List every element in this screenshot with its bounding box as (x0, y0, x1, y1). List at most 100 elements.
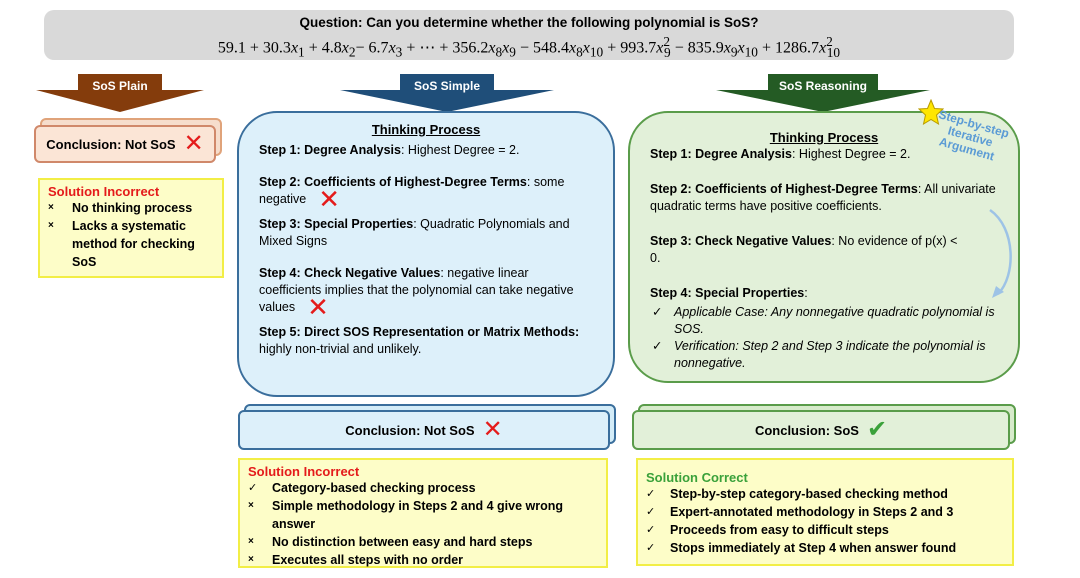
reasoning-conclusion: Conclusion: SoS ✔ (632, 404, 1018, 452)
list-item: ✓ Expert-annotated methodology in Steps 2… (646, 503, 1006, 521)
plain-conclusion-text: Conclusion: Not SoS (46, 136, 176, 152)
step-heading: Step 1: Degree Analysis (650, 147, 792, 161)
list-item: ✓ Category-based checking process (248, 479, 600, 497)
step-text: : negative linear coefficients implies t… (259, 266, 574, 315)
sos-simple-arrow (340, 74, 554, 112)
plain-solution-title: Solution Incorrect (48, 184, 160, 199)
reasoning-step-4-list: ✓ Applicable Case: Any nonnegative quadra… (650, 304, 998, 372)
sos-plain-label: SoS Plain (92, 79, 148, 93)
check-icon: ✓ (248, 482, 258, 494)
step-text: : All univariate quadratic terms have po… (650, 182, 996, 213)
cross-icon: ✕ (183, 130, 204, 157)
simple-step-4: Step 4: Check Negative Values: negative … (259, 265, 593, 320)
reasoning-step-2: Step 2: Coefficients of Highest-Degree T… (650, 181, 998, 215)
reasoning-thinking-title: Thinking Process (769, 130, 879, 145)
list-item: × No distinction between easy and hard st… (248, 533, 600, 551)
list-item: × Simple methodology in Steps 2 and 4 giv… (248, 497, 600, 533)
check-icon: ✔ (866, 416, 888, 443)
cross-icon: ✕ (307, 292, 329, 323)
step-heading: Step 3: Special Properties (259, 217, 414, 232)
step-heading: Step 2: Coefficients of Highest-Degree T… (259, 175, 527, 189)
list-item: ✓ Applicable Case: Any nonnegative quadra… (650, 304, 998, 338)
simple-thinking-title: Thinking Process (371, 122, 481, 137)
reasoning-solution-title: Solution Correct (646, 470, 748, 485)
sos-reasoning-label: SoS Reasoning (778, 79, 867, 93)
plain-conclusion: Conclusion: Not SoS ✕ (34, 118, 224, 166)
plain-conclusion-card: Conclusion: Not SoS ✕ (34, 125, 216, 163)
step-text: : Highest Degree = 2. (400, 143, 520, 157)
list-item-text: Stops immediately at Step 4 when answer … (670, 541, 957, 555)
list-item: ✓ Proceeds from easy to difficult steps (646, 521, 1006, 539)
list-item-text: Lacks a systematic method for checking S… (72, 219, 195, 269)
reasoning-conclusion-text: Conclusion: SoS (754, 422, 859, 438)
cross-icon: × (248, 500, 254, 511)
reasoning-step-1: Step 1: Degree Analysis: Highest Degree … (650, 146, 998, 163)
step-text: highly non-trivial and unlikely. (259, 342, 422, 357)
step-heading: Step 1: Degree Analysis (259, 143, 401, 157)
simple-step-1: Step 1: Degree Analysis: Highest Degree … (259, 142, 593, 159)
check-icon: ✓ (646, 542, 656, 554)
iterative-arrow (989, 208, 1012, 298)
step-heading: Step 2: Coefficients of Highest-Degree T… (650, 182, 918, 196)
simple-step-5: Step 5: Direct SOS Representation or Mat… (259, 324, 593, 358)
plain-solution-list: × No thinking process × Lacks a systematic… (48, 199, 216, 271)
cross-icon: × (48, 202, 54, 213)
step-text: : some negative (259, 175, 565, 206)
list-item: ✓ Verification: Step 2 and Step 3 indicat… (650, 338, 998, 372)
step-text: : Highest Degree = 2. (791, 147, 911, 161)
simple-conclusion: Conclusion: Not SoS ✕ (238, 404, 618, 452)
step-heading: Step 4: Check Negative Values (259, 266, 441, 281)
reasoning-conclusion-card: Conclusion: SoS ✔ (632, 410, 1010, 450)
simple-step-3: Step 3: Special Properties: Quadratic Po… (259, 216, 593, 250)
list-item-text: Applicable Case: Any nonnegative quadrat… (674, 305, 995, 336)
sos-plain-arrow (36, 74, 204, 112)
cross-icon: ✕ (318, 184, 341, 215)
list-item-text: Category-based checking process (272, 481, 476, 495)
list-item-text: Proceeds from easy to difficult steps (670, 523, 889, 537)
reasoning-solution-box: Solution Correct ✓ Step-by-step category-… (636, 458, 1014, 566)
cross-icon: × (248, 536, 254, 547)
check-icon: ✓ (646, 506, 656, 518)
plain-solution-box: Solution Incorrect × No thinking process … (38, 178, 224, 278)
question-title: Question: Can you determine whether the … (299, 15, 759, 30)
step-text: : (804, 286, 808, 300)
sos-reasoning-arrow (716, 74, 930, 112)
simple-solution-title: Solution Incorrect (248, 464, 360, 479)
step-heading: Step 4: Special Properties (650, 286, 805, 300)
reasoning-step-4: Step 4: Special Properties: ✓ Applicable … (650, 285, 998, 372)
list-item: ✓ Step-by-step category-based checking me… (646, 485, 1006, 503)
step-heading: Step 5: Direct SOS Representation or Mat… (259, 325, 580, 340)
simple-step-2: Step 2: Coefficients of Highest-Degree T… (259, 174, 593, 212)
step-heading: Step 3: Check Negative Values (650, 234, 832, 248)
cross-icon: ✕ (482, 416, 503, 443)
check-icon: ✓ (652, 339, 663, 353)
list-item-text: Executes all steps with no order (272, 553, 464, 567)
list-item-text: No thinking process (72, 201, 193, 215)
list-item: × Executes all steps with no order (248, 551, 600, 569)
simple-conclusion-card: Conclusion: Not SoS ✕ (238, 410, 610, 450)
list-item-text: Verification: Step 2 and Step 3 indicate… (674, 339, 986, 370)
list-item-text: No distinction between easy and hard ste… (272, 535, 533, 549)
check-icon: ✓ (652, 305, 663, 319)
star-icon (918, 99, 944, 125)
check-icon: ✓ (646, 488, 656, 500)
cross-icon: × (48, 220, 54, 231)
list-item: ✓ Stops immediately at Step 4 when answer… (646, 539, 1006, 557)
check-icon: ✓ (646, 524, 656, 536)
cross-icon: × (248, 554, 254, 565)
list-item-text: Step-by-step category-based checking met… (670, 487, 948, 501)
step-text: : No evidence of p(x) < 0. (650, 234, 958, 265)
sos-simple-label: SoS Simple (413, 79, 481, 93)
reasoning-step-3: Step 3: Check Negative Values: No eviden… (650, 233, 998, 267)
polynomial-expression: 59.1 + 30.3x1 + 4.8x2− 6.7x3 + ⋯ + 356.2… (217, 34, 841, 60)
simple-conclusion-text: Conclusion: Not SoS (345, 422, 475, 438)
reasoning-thinking-panel: Thinking Process Step 1: Degree Analysis… (628, 111, 1020, 383)
simple-solution-list: ✓ Category-based checking process × Simple… (248, 479, 600, 569)
list-item: × Lacks a systematic method for checking … (48, 217, 216, 271)
reasoning-solution-list: ✓ Step-by-step category-based checking me… (646, 485, 1006, 557)
simple-solution-box: Solution Incorrect ✓ Category-based check… (238, 458, 608, 568)
list-item-text: Simple methodology in Steps 2 and 4 give… (272, 499, 564, 531)
simple-thinking-panel: Thinking Process Step 1: Degree Analysis… (237, 111, 615, 397)
list-item-text: Expert-annotated methodology in Steps 2 … (670, 505, 954, 519)
step-text: : Quadratic Polynomials and Mixed Signs (259, 217, 570, 249)
